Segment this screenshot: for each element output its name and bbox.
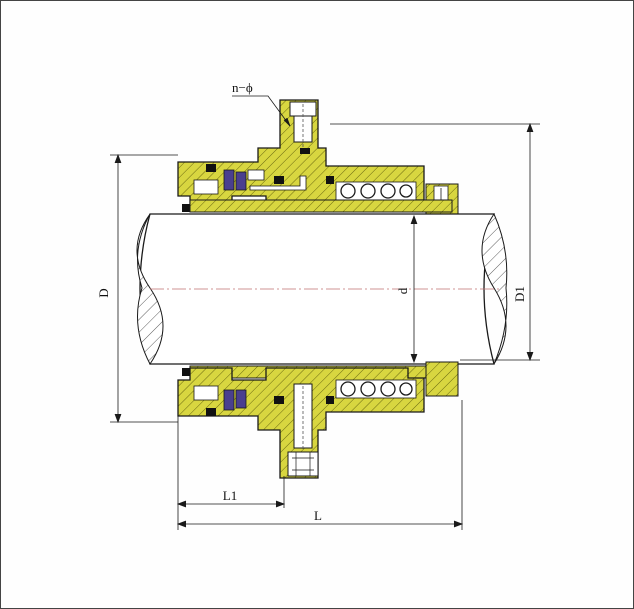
label-L: L (314, 508, 322, 523)
seal-face-lower-left (223, 389, 235, 411)
label-n-phi: n−ϕ (232, 80, 253, 95)
seal-face-upper-left (223, 169, 235, 191)
sleeve-upper (189, 199, 453, 213)
seal-face-lower-right (235, 389, 247, 409)
shaft-break-right (481, 212, 508, 365)
set-screw-collar-lower (425, 361, 459, 397)
o-rings-upper (182, 148, 334, 212)
label-D: D (96, 288, 111, 297)
springs-lower (335, 379, 417, 399)
seal-lower-section (177, 361, 459, 479)
label-D1: D1 (512, 286, 527, 302)
shaft (136, 212, 508, 365)
label-L1: L1 (223, 488, 237, 503)
dimensions (110, 95, 540, 530)
leader-n-phi (232, 95, 291, 127)
seal-face-upper-right (235, 171, 247, 191)
springs-upper (335, 181, 417, 201)
o-rings-lower (182, 368, 334, 416)
seal-upper-section (177, 99, 459, 219)
label-d: d (395, 287, 410, 294)
